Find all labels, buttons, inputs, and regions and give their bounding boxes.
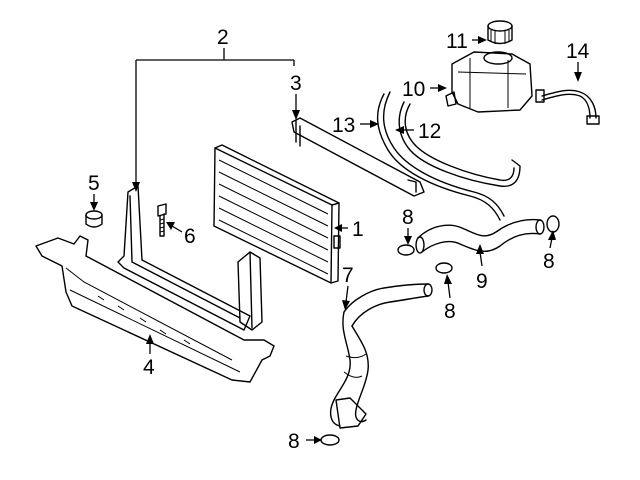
callout-2: 2 (217, 26, 229, 49)
callout-labels: 1 2 3 4 5 6 7 8 8 8 8 9 10 11 12 13 14 (88, 26, 590, 453)
callout-14: 14 (566, 40, 590, 63)
mount-part (85, 210, 103, 228)
vent-hose-part (398, 101, 521, 187)
callout-12: 12 (418, 120, 441, 143)
radiator-part (213, 144, 341, 284)
callout-1: 1 (352, 218, 364, 241)
overflow-hose-part (377, 91, 505, 221)
reservoir-tank-part (445, 51, 533, 113)
hose-clamp-part (320, 215, 560, 446)
callout-8-bottom: 8 (288, 430, 300, 453)
reservoir-cap-part (487, 20, 513, 45)
callout-7: 7 (342, 264, 354, 287)
leader-lines (90, 36, 582, 444)
lower-hose-part (329, 283, 433, 429)
air-deflector-part (35, 235, 275, 383)
callout-6: 6 (184, 225, 196, 248)
callout-8-right: 8 (543, 250, 555, 273)
callout-10: 10 (402, 78, 425, 101)
callout-8-middle: 8 (444, 300, 456, 323)
callout-8-upper: 8 (402, 206, 414, 229)
callout-11: 11 (446, 30, 468, 53)
upper-support-bar-part (291, 117, 425, 197)
sensor-hose-part (535, 89, 600, 125)
radiator-support-frame-part (117, 185, 263, 331)
callout-5: 5 (88, 172, 100, 195)
callout-9: 9 (476, 270, 488, 293)
callout-3: 3 (290, 72, 302, 95)
callout-4: 4 (143, 356, 155, 379)
bolt-part (157, 203, 167, 237)
callout-13: 13 (332, 114, 355, 137)
